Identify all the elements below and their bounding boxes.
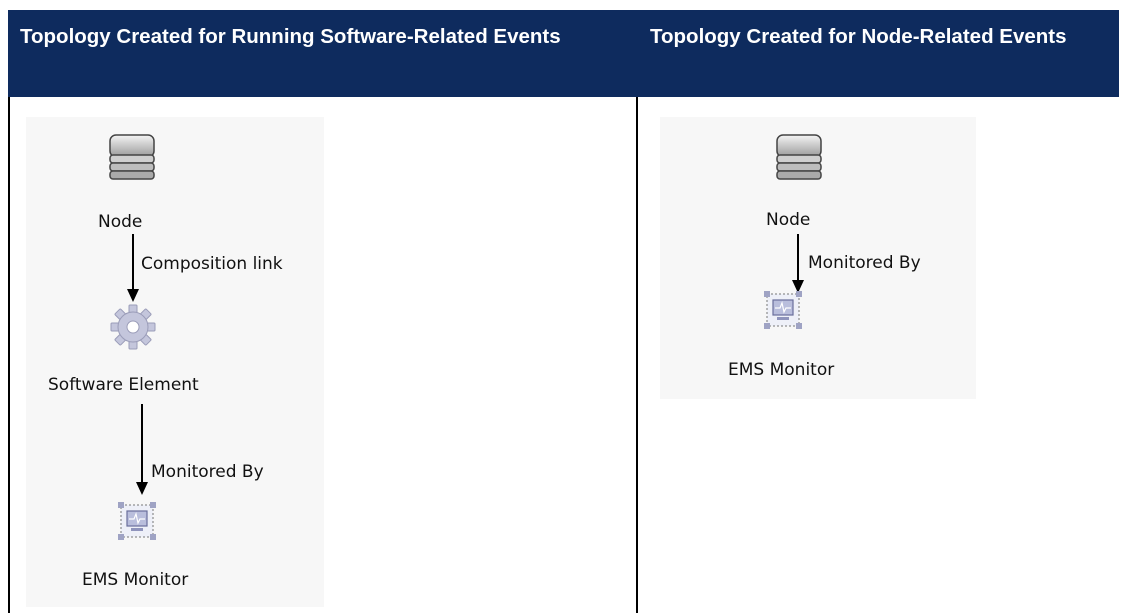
software-element-label: Software Element: [48, 375, 199, 395]
composition-link-arrow: [127, 234, 139, 302]
table-left-border: [8, 97, 10, 613]
right-node-label: Node: [766, 210, 811, 230]
server-stack-icon: [109, 134, 155, 180]
ems-monitor-icon: [118, 502, 156, 540]
left-diagram-panel: [26, 117, 324, 607]
server-stack-icon: [776, 134, 822, 180]
gear-icon: [110, 304, 156, 350]
ems-monitor-icon: [764, 291, 802, 329]
monitored-by-label-left: Monitored By: [151, 462, 264, 482]
ems-monitor-label-left: EMS Monitor: [82, 570, 189, 590]
monitored-by-arrow-left: [136, 404, 148, 495]
monitored-by-arrow-right: [792, 234, 804, 293]
header-node-topology: Topology Created for Node-Related Events: [650, 25, 1067, 48]
column-divider: [636, 97, 638, 613]
table-header-row: Topology Created for Running Software-Re…: [8, 10, 1119, 97]
left-node-label: Node: [98, 212, 143, 232]
topology-table: Topology Created for Running Software-Re…: [8, 10, 1119, 613]
ems-monitor-label-right: EMS Monitor: [728, 360, 835, 380]
monitored-by-label-right: Monitored By: [808, 253, 921, 273]
composition-link-label: Composition link: [141, 254, 283, 274]
header-software-topology: Topology Created for Running Software-Re…: [20, 25, 561, 48]
